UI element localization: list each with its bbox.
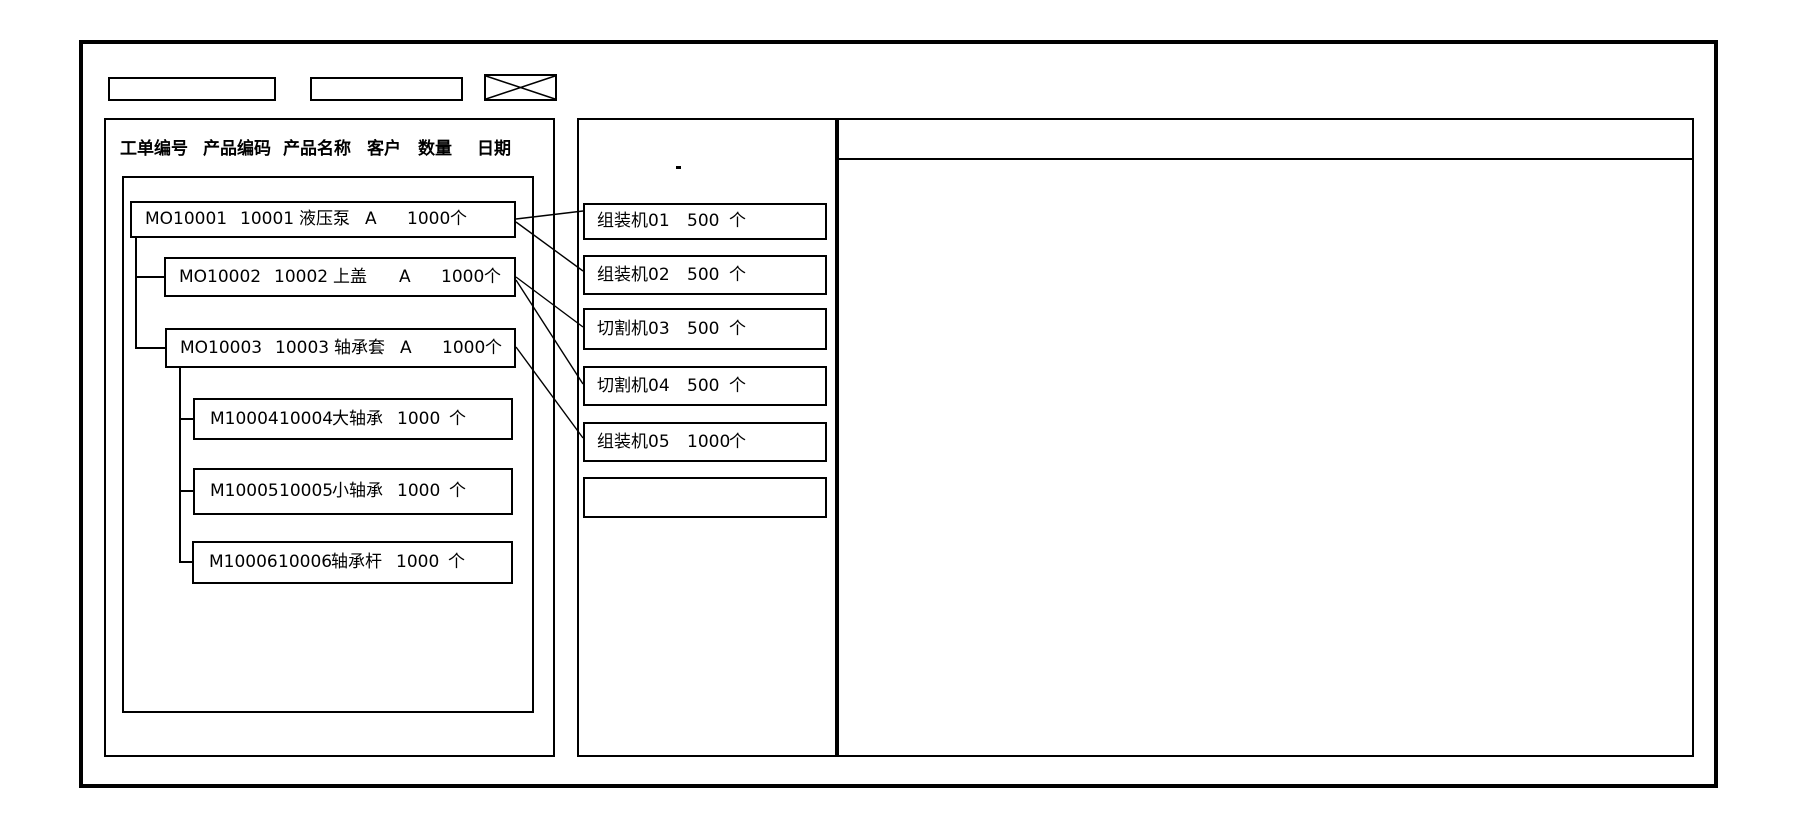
schedule-panel-header-divider [837, 158, 1694, 160]
machine-unit: 个 [729, 431, 746, 452]
product-name: 上盖 [333, 266, 367, 287]
machine-qty: 1000 [687, 431, 731, 452]
order-no: M10005 [210, 481, 279, 501]
product-name: 轴承套 [334, 337, 385, 358]
machine-slot-qgj03[interactable]: 切割机03 500 个 [583, 308, 827, 350]
machine-qty: 500 [687, 375, 720, 396]
product-name: 小轴承 [332, 481, 383, 501]
x-box-icon[interactable] [484, 74, 557, 101]
machine-name: 切割机03 [597, 318, 670, 339]
column-header-qty: 数量 [418, 139, 452, 159]
work-order-row-m10006[interactable]: M10006 10006 轴承杆 1000 个 [192, 541, 513, 584]
machine-slot-zzj05[interactable]: 组装机05 1000 个 [583, 422, 827, 462]
machine-qty: 500 [687, 264, 720, 285]
unit: 个 [484, 266, 501, 287]
machine-name: 切割机04 [597, 375, 670, 396]
product-code: 10005 [279, 481, 334, 501]
quantity: 1000 [441, 266, 485, 287]
machine-name: 组装机02 [597, 264, 670, 285]
column-header-product-name: 产品名称 [283, 139, 351, 159]
work-order-row-m10004[interactable]: M10004 10004 大轴承 1000 个 [193, 398, 513, 440]
machine-qty: 500 [687, 211, 720, 231]
machine-name: 组装机05 [597, 431, 670, 452]
work-order-row-mo10001[interactable]: MO10001 10001 液压泵 A 1000 个 [130, 201, 516, 238]
work-order-row-m10005[interactable]: M10005 10005 小轴承 1000 个 [193, 468, 513, 515]
customer: A [400, 337, 412, 358]
product-code: 10001 [240, 209, 295, 229]
order-no: MO10003 [180, 337, 263, 358]
product-name: 液压泵 [299, 209, 350, 229]
column-header-date: 日期 [477, 139, 511, 159]
unit: 个 [449, 481, 466, 501]
machine-name: 组装机01 [597, 211, 670, 231]
customer: A [365, 209, 377, 229]
quantity: 1000 [407, 209, 451, 229]
unit: 个 [450, 209, 467, 229]
order-no: M10004 [210, 408, 279, 429]
customer: A [399, 266, 411, 287]
order-no: MO10001 [145, 209, 228, 229]
unit: 个 [448, 552, 465, 572]
product-code: 10003 [275, 337, 330, 358]
order-no: M10006 [209, 552, 278, 572]
product-name: 大轴承 [332, 408, 383, 429]
schedule-panel [837, 118, 1694, 757]
machine-slot-zzj02[interactable]: 组装机02 500 个 [583, 255, 827, 295]
quantity: 1000 [396, 552, 440, 572]
product-code: 10004 [279, 408, 334, 429]
machine-unit: 个 [729, 264, 746, 285]
machine-slot-empty[interactable] [583, 477, 827, 518]
machine-unit: 个 [729, 211, 746, 231]
quantity: 1000 [442, 337, 486, 358]
work-order-row-mo10003[interactable]: MO10003 10003 轴承套 A 1000 个 [165, 328, 516, 368]
toolbar-field-1[interactable] [108, 77, 276, 101]
quantity: 1000 [397, 408, 441, 429]
column-header-product-code: 产品编码 [203, 139, 271, 159]
product-code: 10006 [278, 552, 333, 572]
machine-slot-zzj01[interactable]: 组装机01 500 个 [583, 203, 827, 240]
column-header-order-no: 工单编号 [120, 139, 188, 159]
column-header-customer: 客户 [367, 139, 401, 159]
product-code: 10002 [274, 266, 329, 287]
toolbar-field-2[interactable] [310, 77, 463, 101]
machine-qty: 500 [687, 318, 720, 339]
machine-unit: 个 [729, 318, 746, 339]
machine-slot-qgj04[interactable]: 切割机04 500 个 [583, 366, 827, 406]
machine-unit: 个 [729, 375, 746, 396]
unit: 个 [449, 408, 466, 429]
product-name: 轴承杆 [331, 552, 382, 572]
unit: 个 [485, 337, 502, 358]
quantity: 1000 [397, 481, 441, 501]
work-order-row-mo10002[interactable]: MO10002 10002 上盖 A 1000 个 [164, 257, 516, 297]
app-window-frame [79, 40, 1718, 788]
work-order-tree [122, 176, 534, 713]
stray-mark [676, 166, 681, 169]
order-no: MO10002 [179, 266, 262, 287]
